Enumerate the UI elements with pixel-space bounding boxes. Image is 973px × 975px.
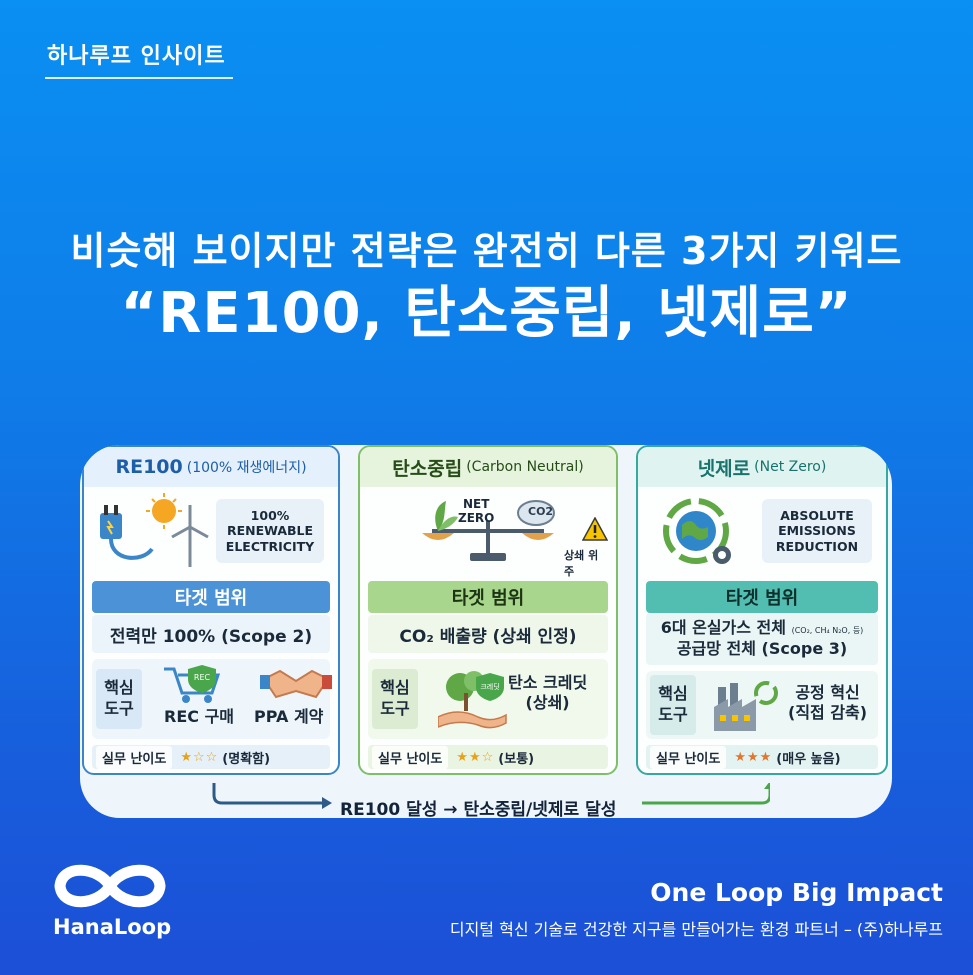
net-zero-icon-row: ABSOLUTE EMISSIONS REDUCTION bbox=[646, 491, 878, 571]
difficulty-stars: ★★☆ bbox=[456, 749, 495, 765]
net-zero-target-bar: 타겟 범위 bbox=[646, 581, 878, 613]
net-zero-scope-line1: 6대 온실가스 전체 bbox=[660, 618, 787, 638]
re100-target-bar: 타겟 범위 bbox=[92, 581, 330, 613]
net-zero-difficulty: 실무 난이도 ★★★ (매우 높음) bbox=[646, 745, 878, 769]
carbon-neutral-core-label: 핵심 도구 bbox=[372, 669, 418, 729]
handshake-icon bbox=[260, 669, 332, 699]
carbon-credit-text: 탄소 크레딧 (상쇄) bbox=[508, 673, 588, 712]
hanaloop-infinity-logo bbox=[54, 864, 166, 908]
net-zero-subtitle: (Net Zero) bbox=[754, 459, 827, 475]
headline-subtitle: 비슷해 보이지만 전략은 완전히 다른 3가지 키워드 bbox=[70, 229, 903, 273]
carbon-neutral-subtitle: (Carbon Neutral) bbox=[466, 459, 584, 475]
net-zero-core-tools: 핵심 도구 공정 혁신 (직접 감축) bbox=[646, 671, 878, 739]
difficulty-text: (명확함) bbox=[222, 751, 271, 767]
difficulty-label: 실무 난이도 bbox=[96, 745, 173, 769]
net-zero-text: NET ZERO bbox=[458, 497, 495, 526]
net-zero-core-label: 핵심 도구 bbox=[650, 675, 696, 735]
difficulty-stars: ★★★ bbox=[734, 749, 773, 765]
difficulty-label: 실무 난이도 bbox=[372, 745, 449, 769]
brand-title: 하나루프 인사이트 bbox=[47, 44, 226, 69]
renewable-badge: 100% RENEWABLE ELECTRICITY bbox=[216, 499, 324, 563]
difficulty-text: (매우 높음) bbox=[776, 751, 841, 767]
infographic-panel: RE100 (100% 재생에너지) 100% bbox=[80, 445, 892, 818]
carbon-neutral-scope: CO₂ 배출량 (상쇄 인정) bbox=[368, 615, 608, 653]
net-zero-header: 넷제로 (Net Zero) bbox=[638, 447, 886, 487]
credit-tag-text: 크레딧 bbox=[480, 682, 499, 691]
re100-scope: 전력만 100% (Scope 2) bbox=[92, 615, 330, 653]
company-description: 디지털 혁신 기술로 건강한 지구를 만들어가는 환경 파트너 – (주)하나루… bbox=[449, 920, 943, 939]
difficulty-text: (보통) bbox=[498, 751, 535, 767]
carbon-neutral-target-bar: 타겟 범위 bbox=[368, 581, 608, 613]
re100-column: RE100 (100% 재생에너지) 100% bbox=[82, 445, 340, 775]
shopping-cart-icon: REC bbox=[164, 665, 221, 703]
difficulty-stars: ★☆☆ bbox=[180, 749, 219, 765]
brand-underline bbox=[45, 77, 233, 79]
re100-difficulty: 실무 난이도 ★☆☆ (명확함) bbox=[92, 745, 330, 769]
re100-title: RE100 bbox=[115, 456, 183, 478]
re100-core-label: 핵심 도구 bbox=[96, 669, 142, 729]
carbon-neutral-title: 탄소중립 bbox=[392, 457, 463, 480]
plug-sun-wind-icon bbox=[100, 493, 209, 567]
headline-title: “RE100, 탄소중립, 넷제로” bbox=[120, 281, 853, 346]
re100-header: RE100 (100% 재생에너지) bbox=[84, 447, 338, 487]
net-zero-scope-line1-row: 6대 온실가스 전체 (CO₂, CH₄ N₂O, 등) bbox=[661, 618, 864, 639]
net-zero-scope: 6대 온실가스 전체 (CO₂, CH₄ N₂O, 등) 공급망 전체 (Sco… bbox=[646, 613, 878, 665]
warning-icon bbox=[582, 517, 608, 541]
logo-text: HanaLoop bbox=[53, 915, 172, 939]
net-zero-title: 넷제로 bbox=[697, 457, 751, 480]
tagline: One Loop Big Impact bbox=[650, 878, 943, 907]
globe-gear-icon bbox=[663, 498, 731, 564]
net-zero-scope-line2: 공급망 전체 (Scope 3) bbox=[676, 639, 848, 658]
re100-subtitle: (100% 재생에너지) bbox=[186, 460, 307, 476]
flow-text: RE100 달성 → 탄소중립/넷제로 달성 bbox=[340, 800, 617, 818]
absolute-reduction-badge: ABSOLUTE EMISSIONS REDUCTION bbox=[762, 499, 872, 563]
rec-shield-text: REC bbox=[194, 673, 211, 682]
tree-hand-credit-icon: 크레딧 bbox=[438, 671, 507, 729]
re100-icon-row: 100% RENEWABLE ELECTRICITY bbox=[92, 491, 330, 571]
co2-cloud-text: CO2 bbox=[528, 505, 554, 518]
carbon-neutral-difficulty: 실무 난이도 ★★☆ (보통) bbox=[368, 745, 608, 769]
carbon-neutral-column: 탄소중립 (Carbon Neutral) NET ZERO CO2 상쇄 위 bbox=[358, 445, 618, 775]
factory-icon bbox=[714, 681, 778, 731]
difficulty-label: 실무 난이도 bbox=[650, 745, 727, 769]
offset-warning-text: 상쇄 위주 bbox=[564, 549, 599, 578]
net-zero-column: 넷제로 (Net Zero) ABSOLUTE EMISSIONS REDUCT… bbox=[636, 445, 888, 775]
process-innovation-text: 공정 혁신 (직접 감축) bbox=[788, 683, 868, 722]
carbon-neutral-core-tools: 핵심 도구 크레딧 탄소 크레딧 (상쇄) bbox=[368, 659, 608, 739]
carbon-neutral-icon-row: NET ZERO CO2 상쇄 위주 bbox=[368, 491, 608, 578]
rec-purchase-text: REC 구매 bbox=[164, 707, 235, 726]
carbon-neutral-header: 탄소중립 (Carbon Neutral) bbox=[360, 447, 616, 487]
re100-core-tools: 핵심 도구 REC REC 구매 PPA 계약 bbox=[92, 659, 332, 739]
balance-scale-icon bbox=[422, 500, 555, 561]
ppa-contract-text: PPA 계약 bbox=[254, 707, 324, 726]
ghg-note: (CO₂, CH₄ N₂O, 등) bbox=[791, 626, 864, 636]
